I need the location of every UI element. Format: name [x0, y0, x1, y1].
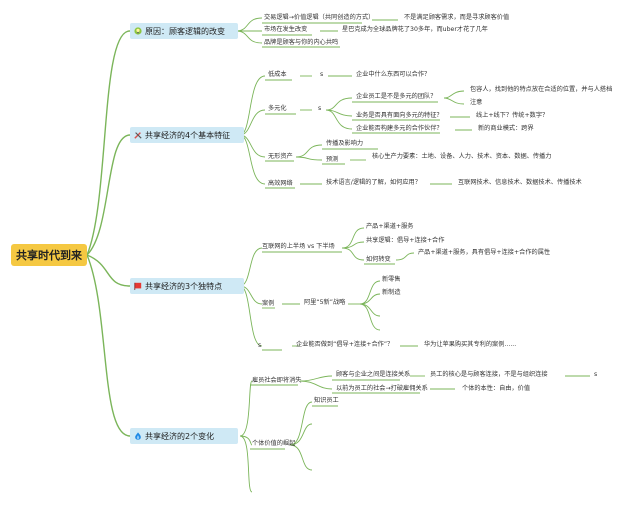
change-individual-value[interactable]: 个体价值的崛起 [252, 440, 296, 447]
unique-advocate-question[interactable]: 企业能否做到“倡导+连接+合作”？ [296, 341, 394, 348]
feature-intangible[interactable]: 无形资产 [268, 153, 293, 160]
intangible-forecast[interactable]: 预测 [326, 156, 339, 163]
branch-two-changes[interactable]: 共享经济的2个变化 [130, 428, 238, 444]
feature-diversify[interactable]: 多元化 [268, 105, 287, 112]
reason-market-change[interactable]: 市场在发生改变 [264, 26, 308, 33]
branch-reason[interactable]: 原因：顾客逻辑的改变 [130, 23, 238, 39]
network-tech-list[interactable]: 互联网技术、信息技术、数据技术、传播技术 [458, 179, 582, 186]
unique-s[interactable]: s [258, 342, 262, 349]
lightbulb-icon [134, 27, 142, 35]
unique-product-channel[interactable]: 产品+渠道+服务 [366, 223, 414, 230]
reason-seek-value[interactable]: 不是满足顾客需求，而是寻求顾客价值 [404, 14, 510, 21]
unique-transform-answer[interactable]: 产品+渠道+服务，具有倡导+连接+合作的属性 [418, 249, 551, 256]
tools-icon [134, 132, 142, 139]
change-break-employment[interactable]: 以前为员工的社会→打破雇佣关系 [336, 385, 428, 392]
unique-alibaba-strategy[interactable]: 阿里“5新”战略 [304, 299, 346, 306]
red-flag-icon [134, 282, 142, 290]
intangible-core-factors[interactable]: 核心生产力要素：土地、设备、人力、技术、资本、数据、传播力 [372, 153, 552, 160]
branch-four-features[interactable]: 共享经济的4个基本特征 [130, 127, 244, 143]
change-s[interactable]: s [594, 371, 598, 378]
branch-reason-label: 原因：顾客逻辑的改变 [145, 26, 225, 36]
change-knowledge-worker[interactable]: 知识员工 [314, 397, 339, 404]
reason-logic-change[interactable]: 交易逻辑→价值逻辑（共同创造的方式） [264, 14, 375, 21]
feature-low-cost-question[interactable]: 企业中什么东西可以合作？ [356, 71, 431, 78]
reason-starbucks-uber[interactable]: 星巴克成为全球品牌花了30多年，而uber才花了几年 [342, 26, 488, 33]
root-topic[interactable]: 共享时代到来 [11, 244, 87, 266]
change-employment-disappear[interactable]: 雇员社会即将消失 [252, 377, 302, 384]
branch-three-unique[interactable]: 共享经济的3个独特点 [130, 278, 244, 294]
unique-case[interactable]: 案例 [262, 300, 275, 307]
intangible-influence[interactable]: 传播及影响力 [326, 140, 364, 147]
diversify-team-question[interactable]: 企业员工是不是多元的团队？ [356, 93, 437, 100]
change-employee-core[interactable]: 员工的核心是与顾客连接，不是与组织连接 [430, 371, 548, 378]
diversify-crossover[interactable]: 新的商业模式：跨界 [478, 125, 534, 132]
branch-two-changes-label: 共享经济的2个变化 [145, 431, 215, 441]
change-customer-connection[interactable]: 顾客与企业之间是连接关系 [336, 371, 411, 378]
unique-sharing-logic[interactable]: 共享逻辑：倡导+连接+合作 [366, 237, 445, 244]
fire-icon [135, 432, 141, 440]
diversify-team-inclusion[interactable]: 包容人，找到他的特点放在合适的位置，并与人搭档 [470, 86, 613, 93]
feature-low-cost[interactable]: 低成本 [268, 71, 287, 78]
branch-four-features-label: 共享经济的4个基本特征 [145, 130, 231, 140]
unique-new-retail[interactable]: 新零售 [382, 276, 401, 283]
unique-internet-halves[interactable]: 互联网的上半场 vs 下半场 [262, 243, 335, 250]
unique-huawei-case[interactable]: 华为让苹果购买其专利的案例...... [424, 341, 517, 348]
network-tech-question[interactable]: 技术语言/逻辑的了解，如何应用？ [326, 179, 421, 186]
change-individual-nature[interactable]: 个体的本性：自由，价值 [462, 385, 531, 392]
feature-low-cost-s[interactable]: s [320, 71, 324, 78]
feature-diversify-s[interactable]: s [318, 105, 322, 112]
diversify-partner-question[interactable]: 企业能否构建多元的合作伙伴？ [356, 125, 443, 132]
diversify-team-note[interactable]: 注意 [470, 99, 483, 106]
reason-brand-resonance[interactable]: 品牌是顾客与你的内心共鸣 [264, 39, 339, 46]
branch-three-unique-label: 共享经济的3个独特点 [145, 281, 223, 291]
unique-new-manufacturing[interactable]: 新制造 [382, 289, 401, 296]
unique-how-transform[interactable]: 如何转变 [366, 256, 391, 263]
feature-efficient-network[interactable]: 高效网络 [268, 180, 293, 187]
diversify-business-question[interactable]: 业务是否具有面向多元的特征？ [356, 112, 443, 119]
diversify-online-offline[interactable]: 线上+线下？传统+数字？ [476, 112, 549, 119]
